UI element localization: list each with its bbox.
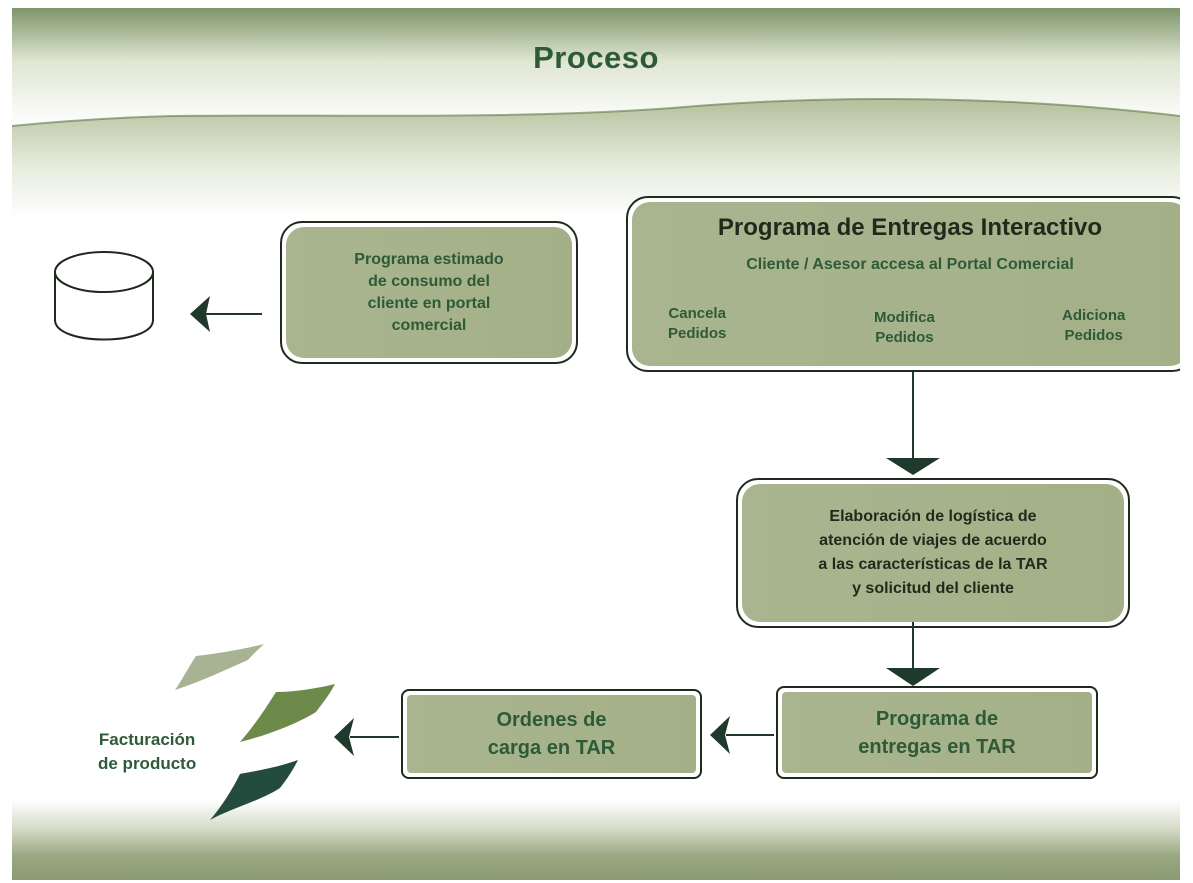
action-modify-line2: Pedidos [875,329,934,346]
arrow-to-database [190,296,262,332]
action-add: Adiciona Pedidos [1062,306,1125,346]
logistics-inner: Elaboración de logística de atención de … [742,484,1124,622]
arrow-to-billing [334,718,399,756]
logistics-box: Elaboración de logística de atención de … [736,478,1130,628]
billing-line-1: Facturación [98,730,196,749]
action-modify: Modifica Pedidos [874,308,935,348]
program-tar-line-1: Programa de [875,707,999,730]
estimate-line-4: comercial [391,316,467,334]
estimate-line-3: cliente en portal [367,294,491,312]
estimate-line-2: de consumo del [368,272,490,290]
footer-gradient [12,800,1180,880]
interactive-delivery-program-inner: Programa de Entregas Interactivo Cliente… [632,202,1180,366]
arrow-to-orders [710,716,774,754]
action-cancel: Cancela Pedidos [668,304,726,344]
arrow-to-logistics [886,372,940,475]
action-modify-line1: Modifica [874,309,935,326]
interactive-delivery-program-box: Programa de Entregas Interactivo Cliente… [626,196,1180,372]
delivery-program-tar-box: Programa de entregas en TAR [776,686,1098,779]
action-cancel-line2: Pedidos [668,325,727,342]
action-cancel-line1: Cancela [668,305,726,322]
arrow-to-program-tar [886,622,940,686]
orders-line-2: carga en TAR [487,737,616,759]
action-add-line2: Pedidos [1064,327,1123,344]
load-orders-inner: Ordenes de carga en TAR [407,695,696,773]
logistics-line-2: atención de viajes de acuerdo [819,532,1047,549]
orders-line-1: Ordenes de [496,709,607,731]
load-orders-box: Ordenes de carga en TAR [401,689,702,779]
main-box-title: Programa de Entregas Interactivo [717,214,1103,241]
database-icon [54,251,154,341]
estimated-consumption-inner: Programa estimado de consumo del cliente… [286,227,572,358]
main-box-subtitle: Cliente / Asesor accesa al Portal Comerc… [746,256,1074,273]
logistics-line-1: Elaboración de logística de [829,508,1037,525]
billing-label: Facturación de producto [98,728,196,776]
header-wave-background [12,8,1180,218]
action-add-line1: Adiciona [1062,307,1126,324]
estimate-line-1: Programa estimado [354,250,504,268]
program-tar-line-2: entregas en TAR [858,735,1016,758]
slide: Proceso Programa de Entregas Interactivo… [12,8,1180,880]
billing-line-2: de producto [98,754,197,773]
page-title: Proceso [533,40,659,75]
delivery-program-tar-inner: Programa de entregas en TAR [782,692,1092,773]
billing-sheets-icon [175,644,335,820]
logistics-line-3: a las características de la TAR [818,556,1048,573]
estimated-consumption-box: Programa estimado de consumo del cliente… [280,221,578,364]
logistics-line-4: y solicitud del cliente [852,580,1014,597]
